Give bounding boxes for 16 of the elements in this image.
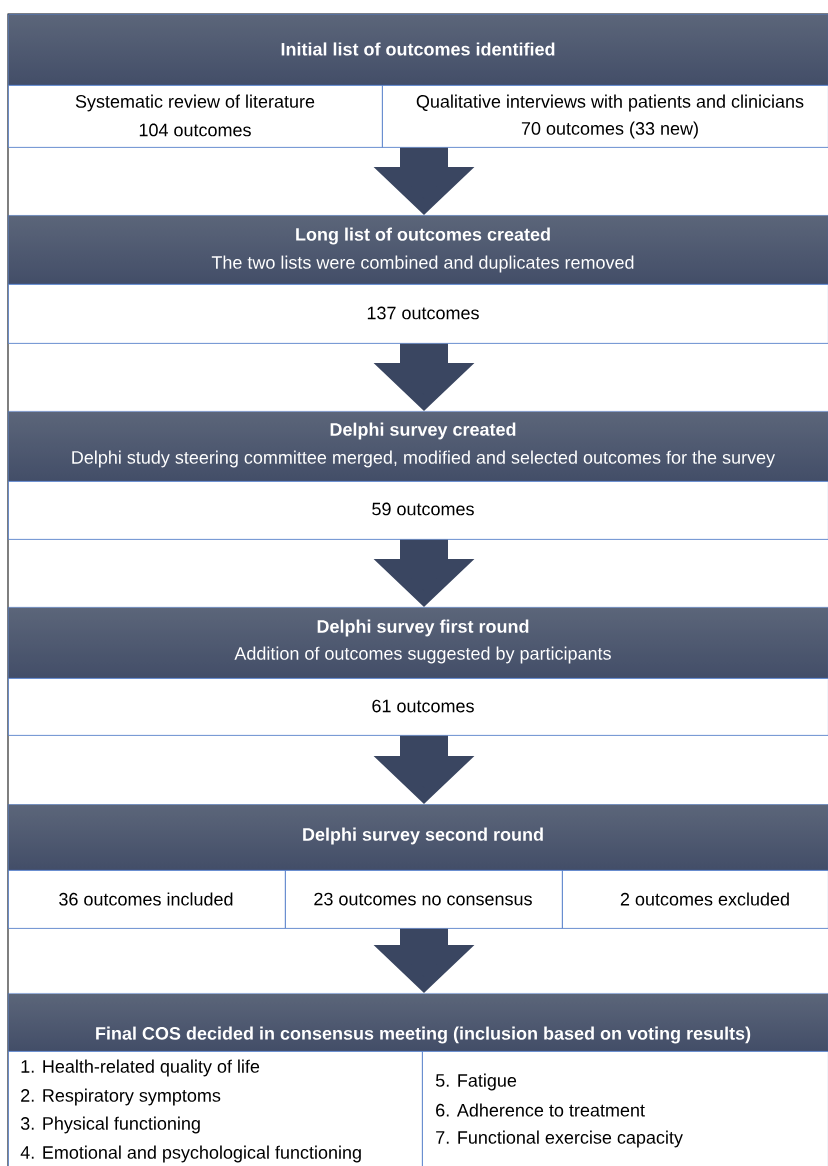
header-bar: Delphi survey created Delphi study steering committee merged, modified and selected outcomes for the survey [8,411,828,482]
outcome-cell: 61 outcomes [8,678,828,736]
outcome-cell: 2 outcomes excluded [562,870,828,929]
header-bar: Final COS decided in consensus meeting (inclusion based on voting results) [8,993,828,1052]
list-cell: 1. Health-related quality of life 2. Respiratory symptoms 3. Physical functioning 4. Emotional and psychological functioning [8,1051,423,1166]
outcome-cell: 59 outcomes [8,481,828,540]
outcome-cell: Qualitative interviews with patients and clinicians 70 outcomes (33 new) [382,85,828,148]
outcome-cell: Systematic review of literature 104 outcomes [8,85,383,148]
outcome-cell: 137 outcomes [8,284,828,344]
header-bar: Delphi survey second round [8,804,828,871]
outcome-cell: 36 outcomes included [8,870,286,929]
header-bar: Delphi survey first round Addition of outcomes suggested by participants [8,607,828,679]
header-bar: Initial list of outcomes identified [8,14,828,86]
outcome-cell: 23 outcomes no consensus [285,870,563,929]
list-cell: 5. Fatigue 6. Adherence to treatment 7. Functional exercise capacity [422,1051,828,1166]
header-bar: Long list of outcomes created The two lists were combined and duplicates removed [8,215,828,285]
